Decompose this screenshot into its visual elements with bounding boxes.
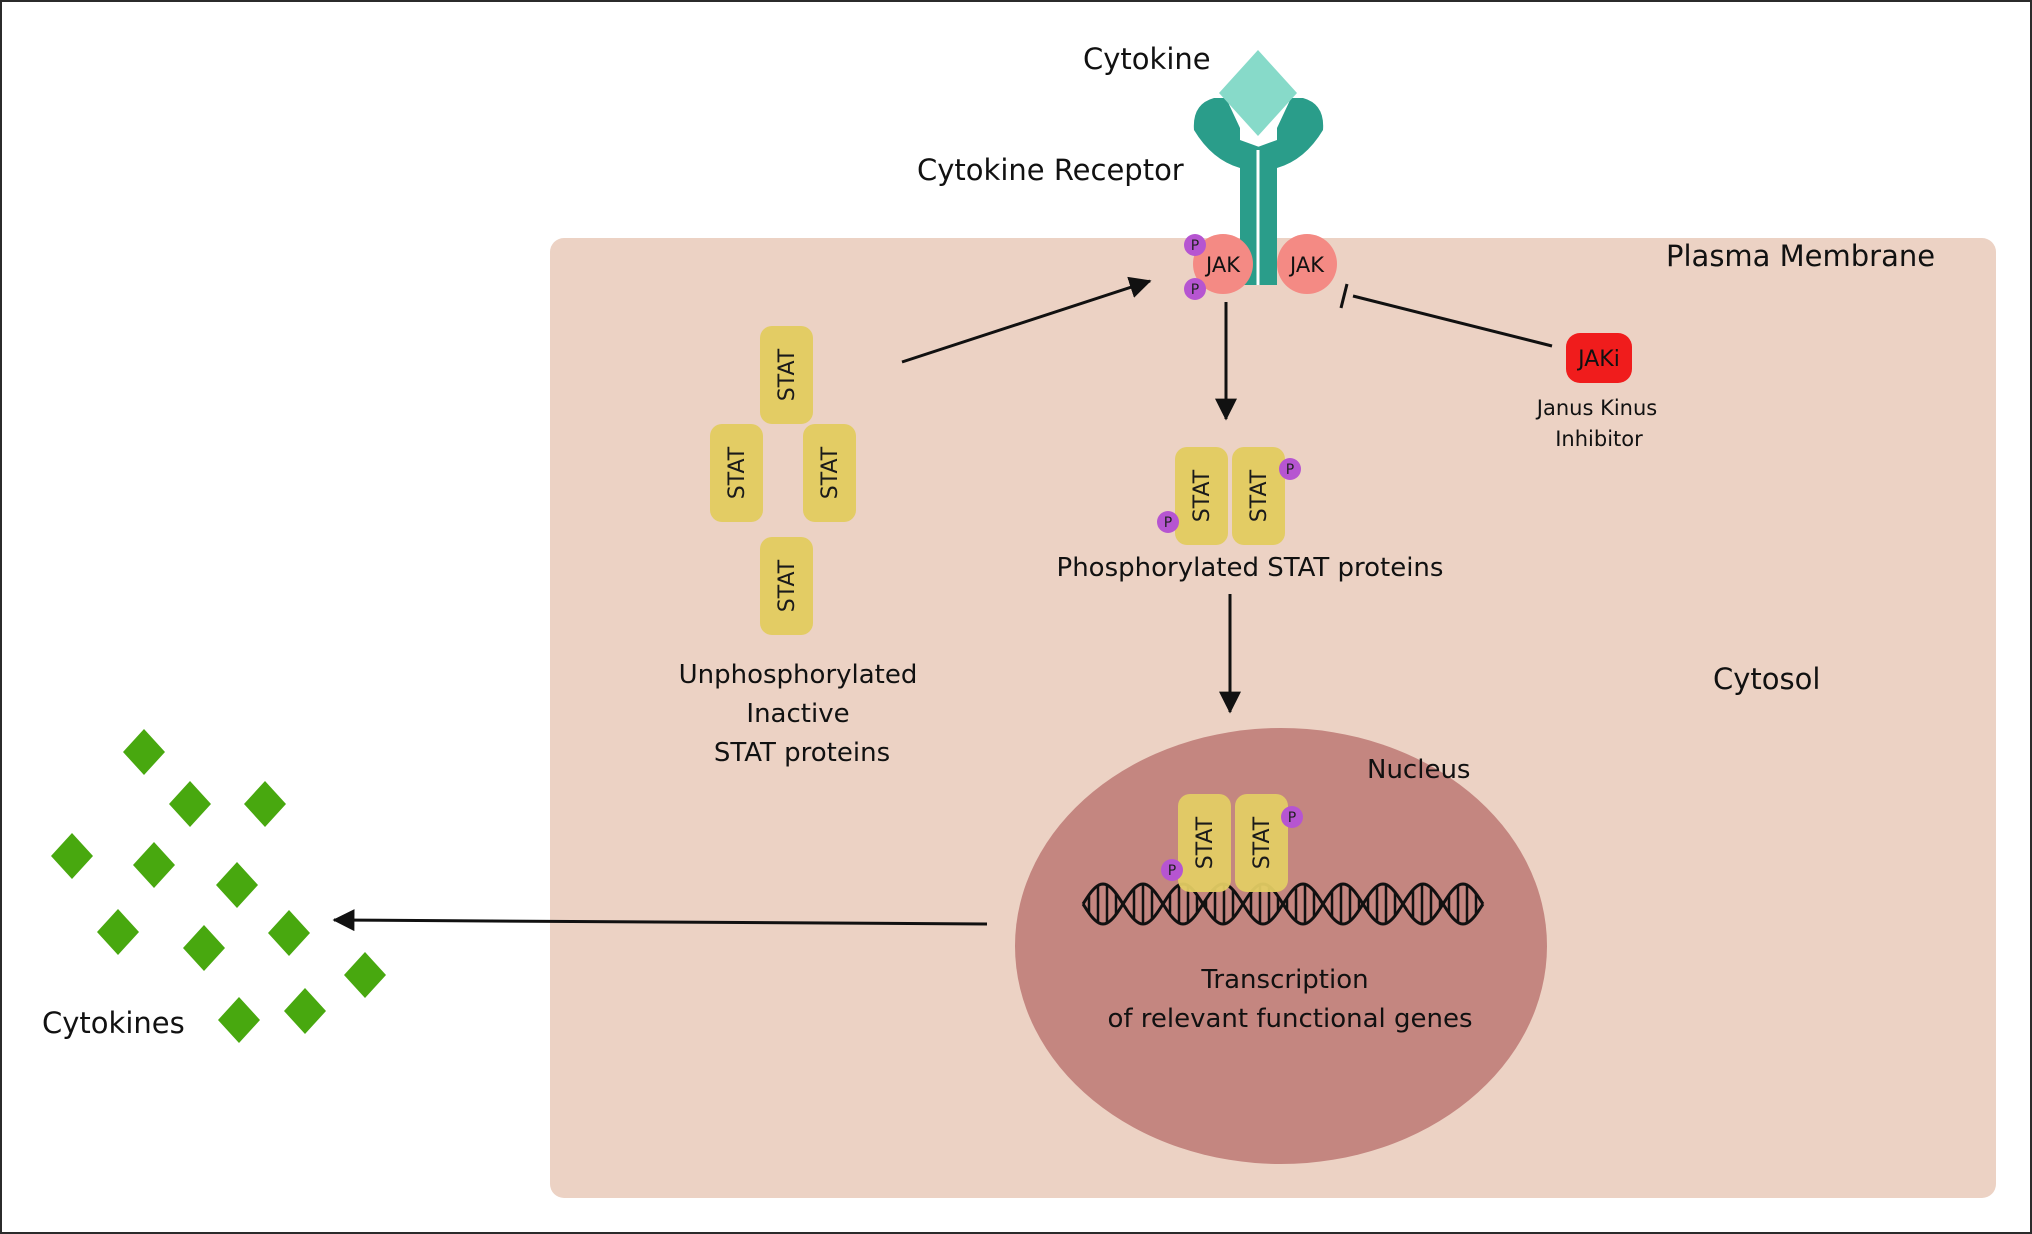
secreted-cytokine	[218, 997, 260, 1043]
secreted-cytokine	[216, 862, 258, 908]
jak-left	[1193, 234, 1253, 294]
jak-right-label: JAK	[1288, 253, 1325, 277]
svg-text:P: P	[1164, 515, 1172, 531]
cytokine-ligand	[1219, 50, 1297, 136]
svg-text:STAT: STAT	[775, 348, 800, 401]
stat-protein-nuclear: STAT	[1235, 794, 1288, 892]
svg-text:STAT: STAT	[1190, 469, 1215, 522]
transcription-label-line1: Transcription	[1200, 965, 1368, 995]
secreted-cytokine	[284, 988, 326, 1034]
nucleus	[1015, 728, 1547, 1164]
unphosphorylated-label-line2: Inactive	[746, 699, 849, 729]
jak-phosphate: P	[1184, 234, 1206, 256]
stat-protein-phosphorylated: STAT	[1175, 447, 1228, 545]
transcription-label-line2: of relevant functional genes	[1107, 1004, 1472, 1034]
stat-protein: STAT	[760, 537, 813, 635]
secreted-cytokine	[244, 781, 286, 827]
secreted-cytokine	[97, 909, 139, 955]
secreted-cytokine	[51, 833, 93, 879]
jak-phosphate: P	[1184, 278, 1206, 300]
jak-right	[1277, 234, 1337, 294]
secreted-cytokine	[183, 925, 225, 971]
secreted-cytokines	[51, 729, 386, 1043]
stat-phosphate: P	[1281, 806, 1303, 828]
janus-kinase-inhibitor-label-line2: Inhibitor	[1555, 427, 1643, 451]
svg-text:P: P	[1191, 282, 1199, 298]
svg-text:P: P	[1288, 810, 1296, 826]
cytosol-label: Cytosol	[1713, 662, 1820, 696]
cytokine-receptor-label: Cytokine Receptor	[917, 153, 1184, 187]
secreted-cytokine	[344, 952, 386, 998]
arrow-stat-to-jak	[901, 276, 1152, 364]
secreted-cytokine	[133, 842, 175, 888]
unphosphorylated-label-line1: Unphosphorylated	[679, 660, 918, 690]
plasma-membrane-label: Plasma Membrane	[1666, 239, 1935, 273]
cytokines-label: Cytokines	[42, 1006, 185, 1040]
arrow-nucleus-to-cytokines	[332, 909, 988, 932]
secreted-cytokine	[169, 781, 211, 827]
stat-protein: STAT	[760, 326, 813, 424]
janus-kinase-inhibitor-label-line1: Janus Kinus	[1535, 396, 1657, 420]
inhibition-line-jaki	[1339, 283, 1553, 348]
svg-text:STAT: STAT	[1250, 816, 1275, 869]
phosphorylated-label: Phosphorylated STAT proteins	[1057, 553, 1444, 583]
cell-cytosol	[550, 238, 1996, 1198]
stat-phosphate: P	[1279, 458, 1301, 480]
jak-inhibitor	[1566, 333, 1632, 383]
secreted-cytokine	[268, 910, 310, 956]
nucleus-label: Nucleus	[1367, 755, 1470, 785]
svg-text:STAT: STAT	[725, 446, 750, 499]
svg-text:STAT: STAT	[775, 559, 800, 612]
svg-text:STAT: STAT	[1247, 469, 1272, 522]
secreted-cytokine	[123, 729, 165, 775]
stat-protein: STAT	[803, 424, 856, 522]
stat-phosphate: P	[1161, 859, 1183, 881]
stat-phosphate: P	[1157, 511, 1179, 533]
stat-protein-phosphorylated: STAT	[1232, 447, 1285, 545]
stat-protein-nuclear: STAT	[1178, 794, 1231, 892]
svg-text:P: P	[1168, 863, 1176, 879]
dna-helix	[1081, 882, 1485, 926]
svg-text:P: P	[1191, 238, 1199, 254]
cytokine-receptor	[1193, 98, 1324, 285]
jak-inhibitor-label: JAKi	[1576, 347, 1620, 372]
svg-text:STAT: STAT	[1193, 816, 1218, 869]
stat-protein: STAT	[710, 424, 763, 522]
cytokine-label: Cytokine	[1083, 42, 1211, 76]
svg-text:STAT: STAT	[818, 446, 843, 499]
jak-left-label: JAK	[1204, 253, 1241, 277]
unphosphorylated-label-line3: STAT proteins	[714, 738, 890, 768]
svg-text:P: P	[1286, 462, 1294, 478]
